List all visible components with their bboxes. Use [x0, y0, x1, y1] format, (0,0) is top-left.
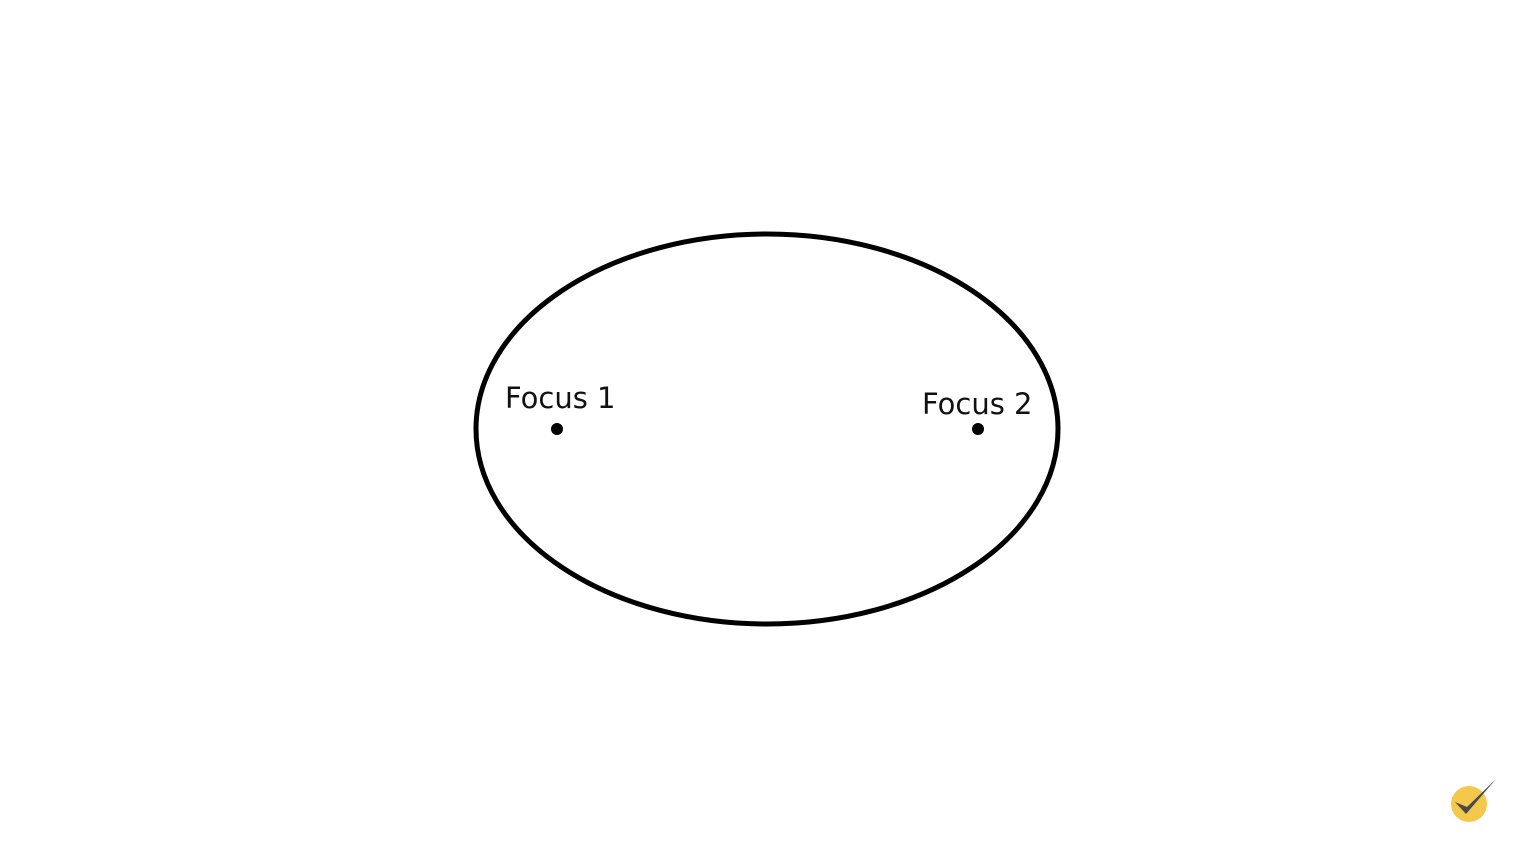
focus-1-point [551, 423, 563, 435]
focus-1-label: Focus 1 [505, 381, 616, 415]
checkmark-logo-icon [1451, 779, 1496, 822]
focus-2-label: Focus 2 [922, 387, 1033, 421]
ellipse [473, 231, 1061, 627]
focus-2-point [972, 423, 984, 435]
